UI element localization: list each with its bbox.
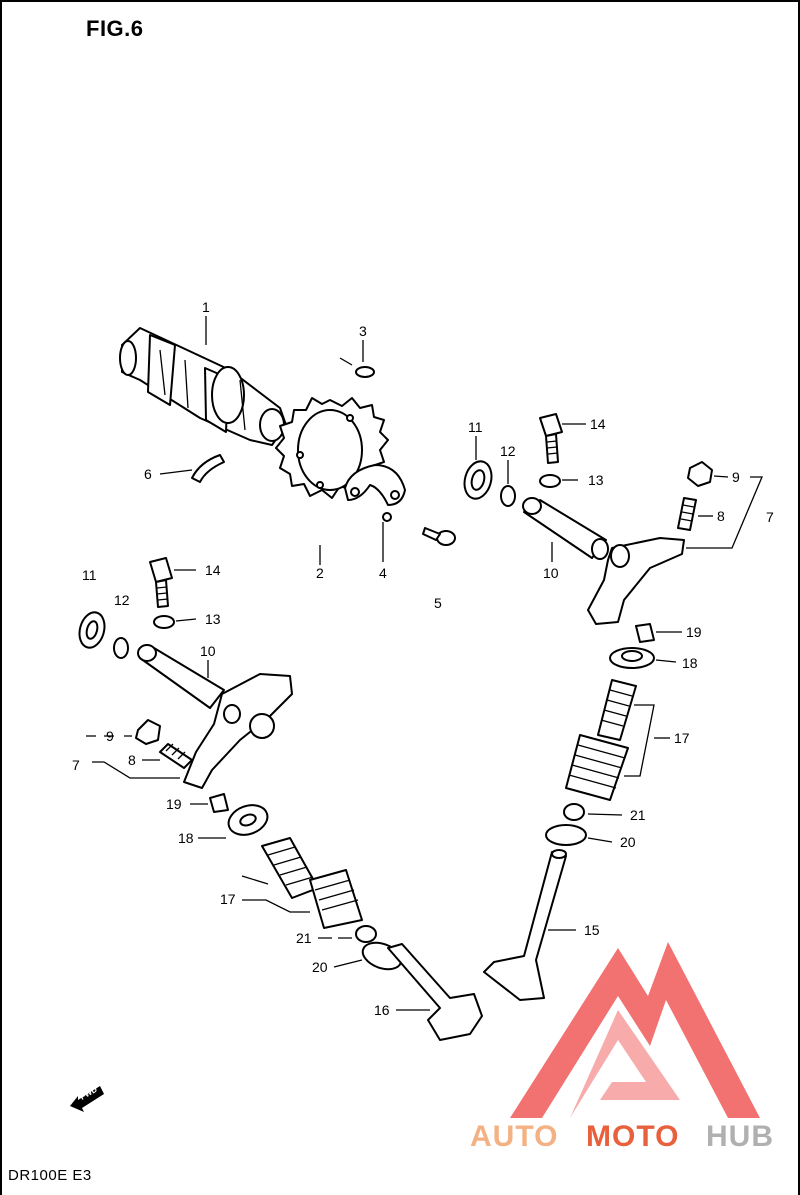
- watermark-logo: [510, 942, 760, 1118]
- right-lock-nut-9[interactable]: [687, 461, 713, 487]
- left-valve-seal-21[interactable]: [355, 925, 377, 943]
- left-bolt-14[interactable]: [149, 557, 173, 608]
- right-washer-13[interactable]: [539, 474, 561, 488]
- figure-title: FIG.6: [86, 16, 144, 41]
- callout-8-right: 8: [717, 508, 725, 524]
- right-bolt-14[interactable]: [539, 413, 563, 464]
- watermark-word-a: AUTO: [470, 1120, 558, 1153]
- circlip[interactable]: [191, 454, 225, 483]
- callout-20-left: 20: [312, 959, 328, 975]
- callout-2: 2: [316, 565, 324, 581]
- callout-17-right: 17: [674, 730, 690, 746]
- right-spring-seat-20[interactable]: [545, 824, 587, 846]
- right-valve-cotter-19[interactable]: [635, 623, 655, 643]
- callout-7-right: 7: [766, 509, 774, 525]
- left-rocker-shaft[interactable]: [137, 644, 225, 709]
- model-code: DR100E E3: [8, 1167, 92, 1184]
- callout-17-left: 17: [220, 891, 236, 907]
- right-o-ring-12[interactable]: [500, 485, 516, 507]
- callout-3: 3: [359, 323, 367, 339]
- callout-12-right: 12: [500, 443, 516, 459]
- right-rocker-shaft[interactable]: [522, 497, 609, 560]
- callout-5: 5: [434, 595, 442, 611]
- callout-8-left: 8: [128, 752, 136, 768]
- callout-numbers: 1 2 3 4 5 6 7 8 9 10 11 12 13 14 15 16 1…: [72, 299, 774, 1018]
- callout-14-left: 14: [205, 562, 221, 578]
- callout-18-left: 18: [178, 830, 194, 846]
- callout-18-right: 18: [682, 655, 698, 671]
- left-spring-retainer-18[interactable]: [224, 800, 271, 840]
- valve-15[interactable]: [483, 849, 567, 1001]
- right-valve-seal-21[interactable]: [563, 803, 585, 821]
- cam-chain-guide-bracket[interactable]: [344, 464, 406, 522]
- left-washer-13[interactable]: [153, 615, 175, 629]
- right-adjusting-screw-8[interactable]: [677, 497, 697, 531]
- callout-10-left: 10: [200, 643, 216, 659]
- callout-15: 15: [584, 922, 600, 938]
- callout-4: 4: [379, 565, 387, 581]
- callout-20-right: 20: [620, 834, 636, 850]
- watermark-logo-mark: [510, 942, 760, 1118]
- left-lock-nut-9[interactable]: [135, 719, 161, 745]
- right-rocker-arm[interactable]: [587, 537, 685, 625]
- right-spring-retainer-18[interactable]: [609, 647, 655, 669]
- callout-19-left: 19: [166, 796, 182, 812]
- bolt-small[interactable]: [422, 527, 456, 546]
- watermark-text: AUTO MOTO HUB: [470, 1120, 774, 1153]
- callout-13-left: 13: [205, 611, 221, 627]
- callout-9-left: 9: [106, 728, 114, 744]
- right-washer-11[interactable]: [461, 458, 496, 501]
- callout-10-right: 10: [543, 565, 559, 581]
- callout-16: 16: [374, 1002, 390, 1018]
- callout-11-right: 11: [468, 419, 483, 435]
- callout-11-left: 11: [82, 567, 97, 583]
- callout-21-right: 21: [630, 807, 646, 823]
- watermark-word-c: HUB: [706, 1120, 774, 1153]
- callout-9-right: 9: [732, 469, 740, 485]
- left-adjusting-screw-8[interactable]: [159, 743, 193, 769]
- valve-16[interactable]: [387, 943, 483, 1041]
- callout-6: 6: [144, 466, 152, 482]
- dowel-pin[interactable]: [339, 357, 375, 378]
- left-valve-springs-17[interactable]: [261, 837, 363, 929]
- callout-13-right: 13: [588, 472, 604, 488]
- left-o-ring-12[interactable]: [113, 637, 129, 659]
- callout-14-right: 14: [590, 416, 606, 432]
- camshaft[interactable]: [119, 327, 287, 446]
- left-valve-cotter-19[interactable]: [209, 793, 229, 813]
- watermark-word-b: MOTO: [586, 1120, 679, 1153]
- right-valve-springs-17[interactable]: [565, 679, 637, 801]
- callout-19-right: 19: [686, 624, 702, 640]
- callout-12-left: 12: [114, 592, 130, 608]
- left-washer-11[interactable]: [76, 610, 108, 651]
- callout-7-left: 7: [72, 757, 80, 773]
- left-rocker-arm[interactable]: [183, 673, 293, 789]
- callout-21-left: 21: [296, 930, 312, 946]
- callout-1: 1: [202, 299, 210, 315]
- leader-lines: [86, 316, 763, 1011]
- forward-direction-mark: FWD: [70, 1085, 104, 1112]
